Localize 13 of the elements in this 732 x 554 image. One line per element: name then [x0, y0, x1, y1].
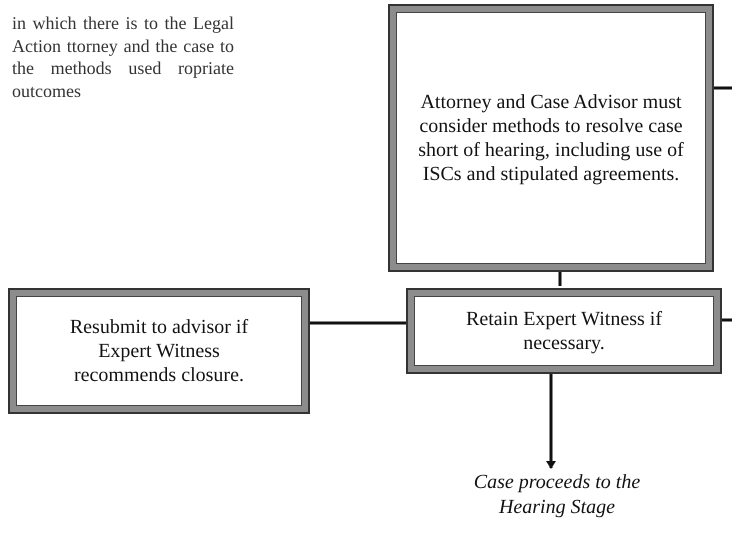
- connector-line: [310, 322, 406, 324]
- box-text: Retain Expert Witness if necessary.: [464, 307, 663, 355]
- connector-line: [722, 318, 732, 322]
- box-text: Resubmit to advisor if Expert Witness recommends closure.: [68, 315, 250, 387]
- process-box: [406, 288, 722, 374]
- paragraph-text: in which there is to the Legal Action ttorney and the case to the methods used ropriate outcomes: [12, 12, 234, 102]
- process-box: [388, 4, 714, 272]
- arrow: [546, 374, 556, 469]
- outcome-text: Case proceeds to the Hearing Stage: [452, 470, 662, 544]
- connector-line: [714, 86, 732, 90]
- connector-line: [558, 272, 562, 286]
- box-text: Attorney and Case Advisor must consider methods to resolve case short of hearing, including use of ISCs and stipulated agreements.: [417, 90, 685, 186]
- process-box: [8, 288, 310, 414]
